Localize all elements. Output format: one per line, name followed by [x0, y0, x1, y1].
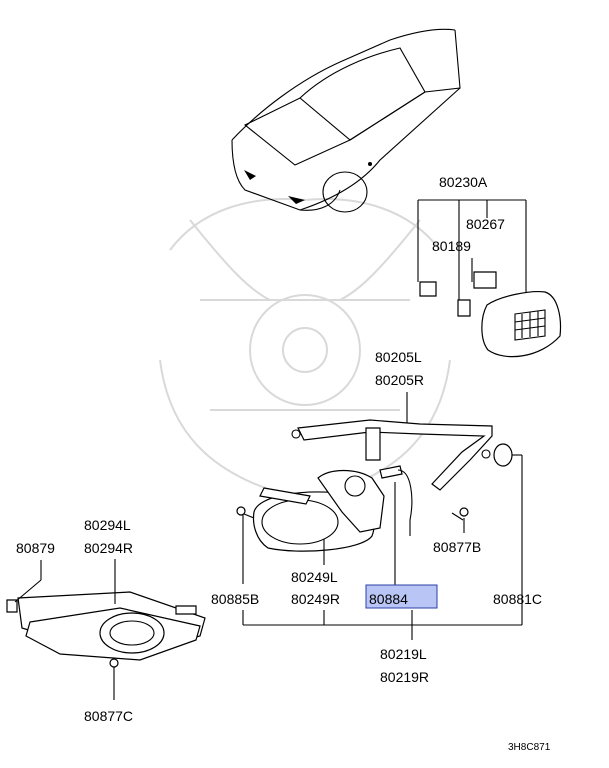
clip-80881C [493, 443, 523, 625]
highlight-box-80884 [365, 584, 438, 609]
part-label-80267[interactable]: 80267 [466, 216, 505, 232]
part-label-80249L[interactable]: 80249L [291, 569, 338, 585]
part-label-80884[interactable]: 80884 [369, 591, 408, 607]
leader-lines [14, 482, 522, 700]
part-label-80877C[interactable]: 80877C [84, 708, 133, 724]
screw-80877C [109, 658, 119, 672]
bracket-80205 [291, 392, 493, 491]
part-label-80219R[interactable]: 80219R [380, 669, 429, 685]
part-label-80205R[interactable]: 80205R [375, 372, 424, 388]
part-label-80219L[interactable]: 80219L [380, 646, 427, 662]
fog-lamp-assembly [252, 465, 413, 552]
part-label-80881C[interactable]: 80881C [493, 591, 542, 607]
part-label-80294R[interactable]: 80294R [84, 540, 133, 556]
screw-80885B [236, 506, 255, 519]
part-label-80879[interactable]: 80879 [16, 540, 55, 556]
car-illustration [231, 28, 461, 213]
bezel-80294 [6, 591, 206, 661]
part-label-80294L[interactable]: 80294L [84, 517, 131, 533]
screw-80877B [451, 507, 469, 530]
part-label-80205L[interactable]: 80205L [375, 349, 422, 365]
part-label-80230A[interactable]: 80230A [439, 174, 488, 190]
figure-code: 3H8C871 [508, 742, 551, 753]
part-label-80885B[interactable]: 80885B [211, 591, 259, 607]
side-marker-assembly [417, 199, 562, 358]
part-label-80877B[interactable]: 80877B [433, 539, 481, 555]
part-label-80249R[interactable]: 80249R [291, 591, 340, 607]
part-label-80189[interactable]: 80189 [432, 238, 471, 254]
